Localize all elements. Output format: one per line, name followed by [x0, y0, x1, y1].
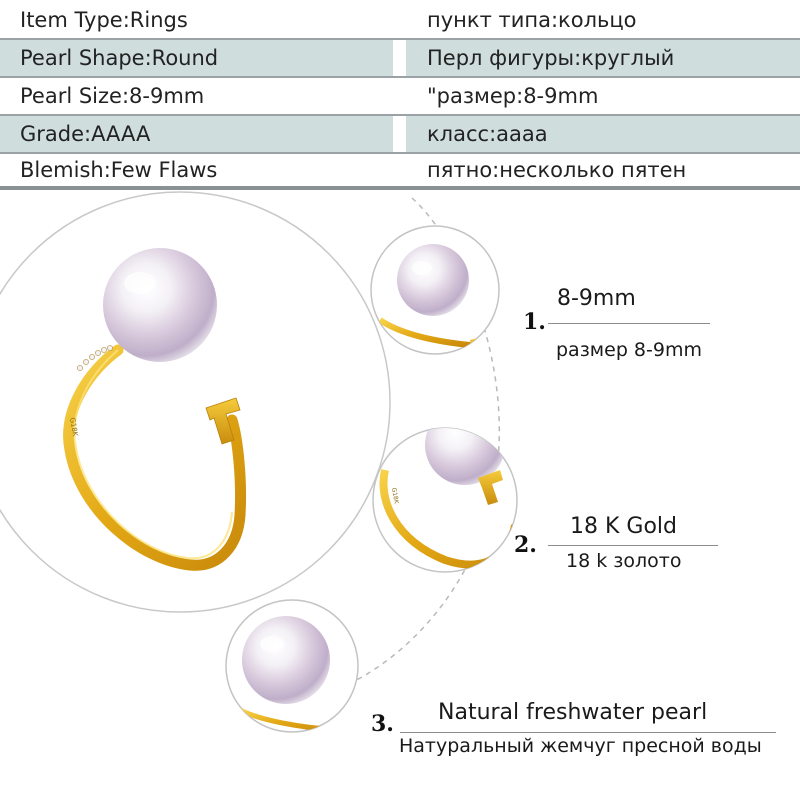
feature-number-2: 2.	[514, 532, 537, 558]
spec-ru-item-type: пункт типа:кольцо	[427, 8, 637, 32]
feature-number-1: 1.	[523, 309, 546, 335]
feature-underline-2	[548, 545, 718, 546]
spec-en-blemish: Blemish:Few Flaws	[20, 158, 218, 182]
row-band	[0, 116, 393, 152]
detail-circle-natural-pearl	[225, 599, 359, 733]
spec-row-grade: Grade:AAAA класс:аааа	[0, 116, 800, 152]
table-bottom-rule	[0, 186, 800, 190]
feature-title-1: 8-9mm	[557, 286, 636, 311]
spec-en-pearl-shape: Pearl Shape:Round	[20, 46, 219, 70]
feature-subtitle-3: Натуральный жемчуг пресной воды	[399, 735, 762, 757]
spec-row-pearl-size: Pearl Size:8-9mm "размер:8-9mm	[0, 78, 800, 114]
spec-en-pearl-size: Pearl Size:8-9mm	[20, 84, 205, 108]
spec-row-pearl-shape: Pearl Shape:Round Перл фигуры:круглый	[0, 40, 800, 76]
main-ring: G18K	[63, 344, 247, 571]
spec-ru-blemish: пятно:несколько пятен	[427, 158, 687, 182]
feature-underline-1	[548, 323, 710, 324]
feature-underline-3	[400, 732, 776, 733]
table-divider	[0, 76, 800, 78]
engraving-mark: G18K	[68, 417, 79, 437]
table-divider	[0, 152, 800, 154]
spec-row-item-type: Item Type:Rings пункт типа:кольцо	[0, 2, 800, 38]
spec-en-grade: Grade:AAAA	[20, 122, 151, 146]
feature-subtitle-1: размер 8-9mm	[556, 339, 702, 361]
main-pearl	[103, 248, 217, 362]
spec-ru-pearl-shape: Перл фигуры:круглый	[427, 46, 675, 70]
row-band	[406, 40, 800, 76]
engraving-mark-detail: G18K	[390, 487, 400, 505]
feature-number-3: 3.	[371, 711, 394, 737]
feature-title-2: 18 K Gold	[570, 514, 677, 539]
row-band	[0, 40, 393, 76]
table-divider	[0, 114, 800, 116]
spec-ru-grade: класс:аааа	[427, 122, 548, 146]
main-circle	[0, 191, 391, 613]
spec-ru-pearl-size: "размер:8-9mm	[427, 84, 599, 108]
feature-subtitle-2: 18 k золото	[566, 550, 682, 572]
detail-circle-gold: G18K	[372, 427, 518, 573]
spec-row-blemish: Blemish:Few Flaws пятно:несколько пятен	[0, 152, 800, 188]
detail-circle-pearl-size	[370, 225, 500, 355]
feature-title-3: Natural freshwater pearl	[438, 700, 708, 725]
spec-table: Item Type:Rings пункт типа:кольцо Pearl …	[0, 0, 800, 190]
table-divider	[0, 38, 800, 40]
spec-en-item-type: Item Type:Rings	[20, 8, 188, 32]
row-band	[406, 116, 800, 152]
